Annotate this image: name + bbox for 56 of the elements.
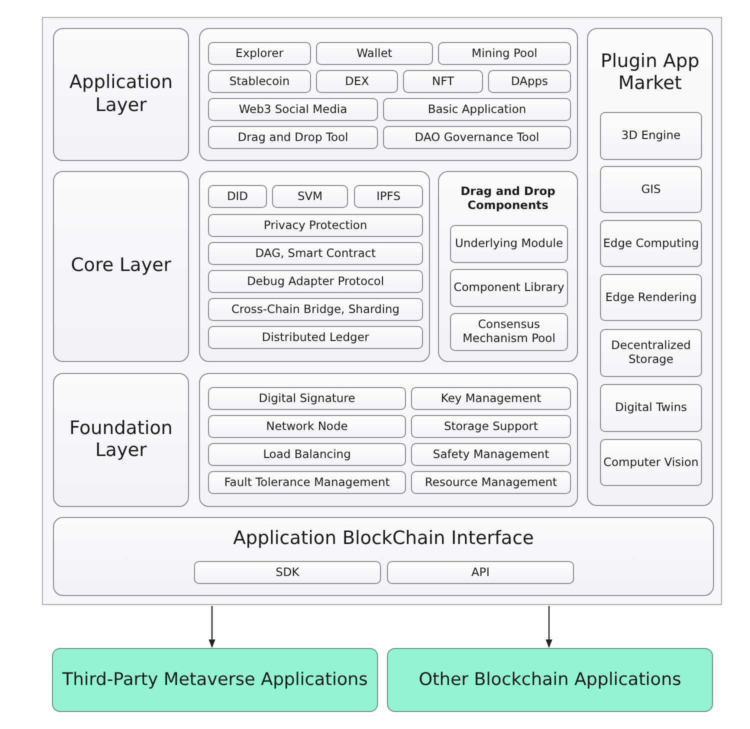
module-box: Computer Vision [600,439,702,486]
module-box: Edge Rendering [600,274,702,321]
module-box: Digital Signature [208,387,406,410]
panel-title: Drag and Drop Components [460,185,556,213]
module-box: Debug Adapter Protocol [208,270,423,293]
arrow [208,606,216,648]
panel-title: Plugin App Market [600,51,700,96]
module-box: Wallet [316,42,433,65]
module-box: Distributed Ledger [208,326,423,349]
module-box: 3D Engine [600,112,702,160]
module-panel [199,373,578,507]
module-box: DID [208,185,267,208]
layer-label: Foundation Layer [53,373,189,507]
module-box: Storage Support [411,415,571,438]
module-box: Load Balancing [208,443,406,466]
module-box: Component Library [450,269,568,307]
module-box: Stablecoin [208,70,311,93]
module-box: Network Node [208,415,406,438]
layer-label: Core Layer [53,171,189,362]
module-box: DApps [488,70,571,93]
module-box: Underlying Module [450,225,568,263]
module-box: SDK [194,561,381,584]
interface-panel [53,517,714,596]
module-box: API [387,561,574,584]
diagram-frame [42,17,722,605]
module-box: Safety Management [411,443,571,466]
module-box: IPFS [354,185,423,208]
arrow [546,606,552,648]
module-box: Decentralized Storage [600,329,702,377]
module-box: Drag and Drop Tool [208,126,378,149]
module-box: Web3 Social Media [208,98,378,121]
component-panel [438,171,578,362]
module-box: DAO Governance Tool [383,126,571,149]
module-box: DEX [316,70,398,93]
module-panel [199,171,430,362]
module-box: Digital Twins [600,384,702,432]
module-box: GIS [600,166,702,213]
output-box: Third-Party Metaverse Applications [52,648,378,712]
module-box: Key Management [411,387,571,410]
module-box: SVM [272,185,348,208]
module-box: Mining Pool [438,42,571,65]
module-box: Cross-Chain Bridge, Sharding [208,298,423,321]
output-box: Other Blockchain Applications [387,648,713,712]
module-box: DAG, Smart Contract [208,242,423,265]
module-box: Consensus Mechanism Pool [450,313,568,351]
module-box: Explorer [208,42,311,65]
module-box: Resource Management [411,471,571,494]
module-box: Fault Tolerance Management [208,471,406,494]
panel-title: Application BlockChain Interface [232,528,535,550]
module-panel [199,28,578,161]
module-box: Basic Application [383,98,571,121]
module-box: NFT [403,70,483,93]
module-box: Edge Computing [600,220,702,267]
plugin-panel [587,28,713,506]
module-box: Privacy Protection [208,214,423,237]
layer-label: Application Layer [53,28,189,161]
